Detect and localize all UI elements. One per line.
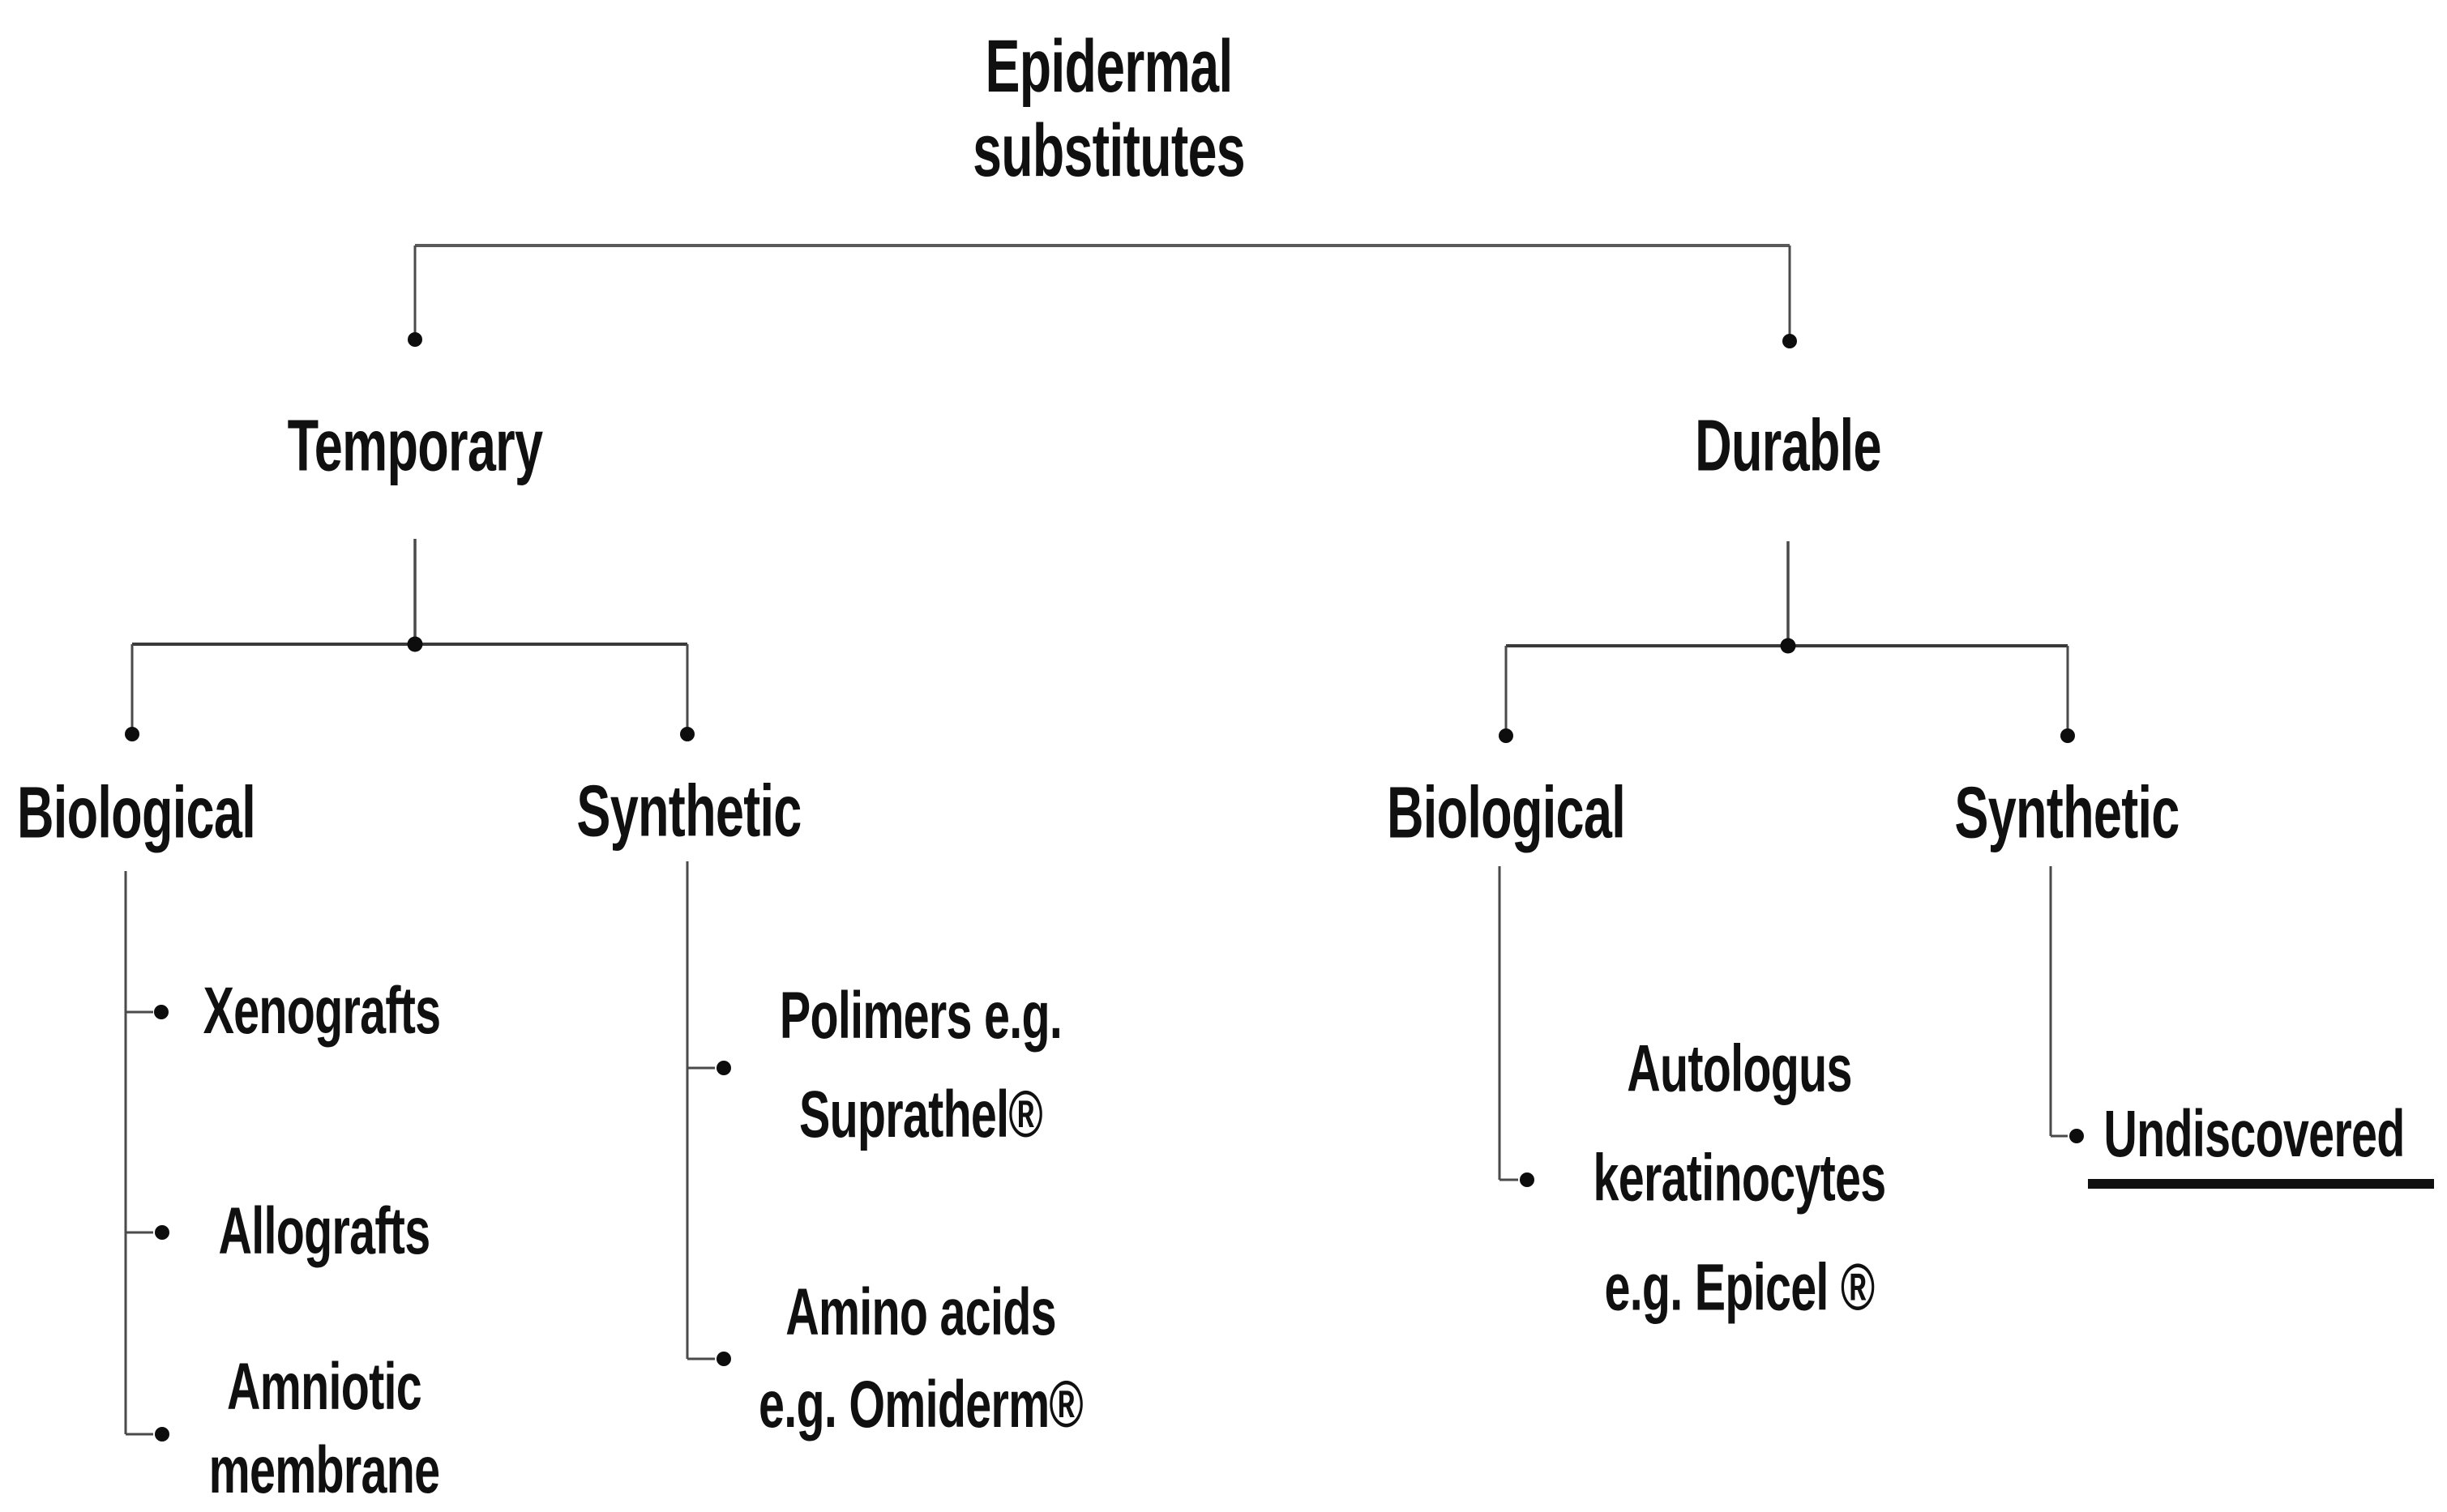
node-durable-synthetic: Synthetic: [1954, 772, 2180, 854]
node-dot: [154, 1005, 169, 1019]
leaf-amino-line1: Amino acids: [785, 1275, 1056, 1349]
node-dot: [155, 1427, 169, 1442]
leaf-amniotic-line1: Amniotic: [227, 1350, 422, 1424]
diagram-title-line2: substitutes: [973, 109, 1246, 192]
leaf-polimers-suprathel: Polimers e.g. Suprathel®: [779, 967, 1063, 1164]
node-dot: [408, 332, 422, 347]
node-dot: [717, 1352, 731, 1366]
node-dot: [717, 1061, 731, 1075]
node-dot: [1520, 1172, 1534, 1187]
leaf-amniotic-membrane: Amniotic membrane: [209, 1345, 440, 1512]
node-temporary: Temporary: [287, 405, 543, 487]
leaf-autologus-line1: Autologus: [1627, 1031, 1852, 1106]
node-dot: [1499, 728, 1513, 743]
node-durable: Durable: [1695, 405, 1881, 487]
node-temporary-synthetic: Synthetic: [576, 771, 802, 852]
node-dot: [155, 1225, 169, 1240]
leaf-allografts: Allografts: [218, 1194, 431, 1268]
leaf-autologus-epicel: Autologus keratinocytes e.g. Epicel ®: [1593, 1014, 1886, 1343]
leaf-amniotic-line2: membrane: [208, 1433, 440, 1507]
leaf-amino-omiderm: Amino acids e.g. Omiderm®: [758, 1266, 1084, 1451]
node-dot: [680, 727, 695, 741]
leaf-polimers-line1: Polimers e.g.: [779, 979, 1063, 1053]
leaf-autologus-line3: e.g. Epicel ®: [1604, 1250, 1875, 1325]
undiscovered-underline: [2088, 1179, 2434, 1189]
node-dot: [1780, 638, 1796, 654]
node-dot: [125, 727, 139, 741]
node-durable-biological: Biological: [1386, 772, 1626, 854]
node-dot: [2069, 1129, 2084, 1143]
node-temporary-biological: Biological: [16, 772, 256, 854]
node-dot: [2060, 728, 2075, 743]
leaf-amino-line2: e.g. Omiderm®: [758, 1368, 1084, 1442]
diagram-title: Epidermal substitutes: [973, 24, 1246, 193]
leaf-polimers-line2: Suprathel®: [798, 1078, 1043, 1151]
leaf-undiscovered: Undiscovered: [2103, 1097, 2405, 1171]
node-dot: [1782, 334, 1797, 348]
leaf-autologus-line2: keratinocytes: [1593, 1141, 1886, 1215]
node-dot: [407, 636, 423, 652]
junction-dots: [125, 332, 2084, 1442]
leaf-xenografts: Xenografts: [203, 974, 442, 1048]
diagram-title-line1: Epidermal: [985, 25, 1233, 108]
